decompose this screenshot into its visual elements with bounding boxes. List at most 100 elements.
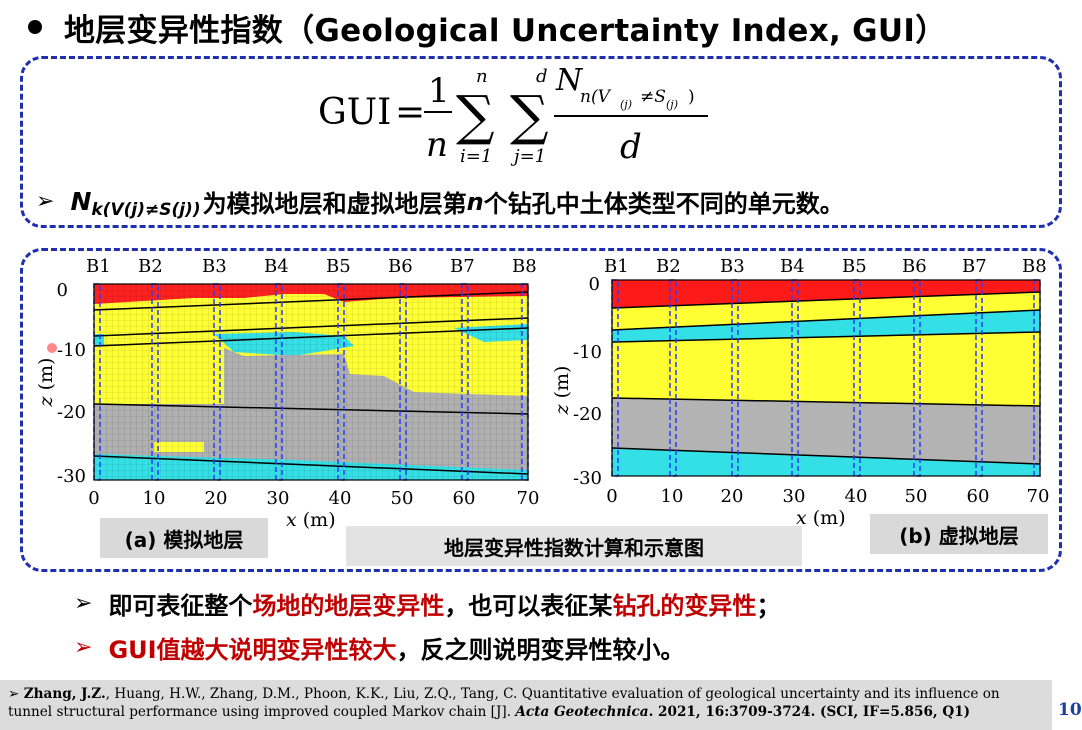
gui-formula: GUI = 1 n n ∑ i=1 d ∑ j=1 N n(V (j) ≠S (… <box>318 63 708 167</box>
a-ylabel: z (m) <box>35 358 57 408</box>
b-borehole-label-b1: B1 <box>604 256 629 277</box>
b-xtick-10: 10 <box>661 486 684 507</box>
arrow-bullet-red-icon: ➢ <box>74 635 93 660</box>
a-ytick-30: -30 <box>57 466 86 487</box>
frac-den: d <box>620 127 642 167</box>
b-xtick-30: 30 <box>783 486 806 507</box>
sum2-sign-icon: ∑ <box>510 84 549 147</box>
b-xtick-40: 40 <box>845 486 868 507</box>
a-xtick-30: 30 <box>267 488 290 509</box>
label-virtual: (b) 虚拟地层 <box>870 514 1048 554</box>
borehole-label-b4: B4 <box>264 256 289 277</box>
borehole-label-b3: B3 <box>202 256 227 277</box>
b-xtick-70: 70 <box>1027 486 1050 507</box>
formula-box <box>20 56 1062 228</box>
a-xtick-60: 60 <box>453 488 476 509</box>
frac-num-sub5: ) <box>688 87 695 107</box>
definition-note: ➢ N k(V(j)≠S(j)) 为模拟地层和虚拟地层第 n 个钻孔中土体类型不… <box>36 184 844 220</box>
b-ytick-30: -30 <box>573 468 602 489</box>
b-borehole-label-b6: B6 <box>902 256 927 277</box>
borehole-label-b7: B7 <box>450 256 475 277</box>
borehole-label-b5: B5 <box>326 256 351 277</box>
sum2-bottom: j=1 <box>510 146 546 167</box>
sum1-top: n <box>476 66 488 87</box>
borehole-label-b8: B8 <box>512 256 537 277</box>
b-ytick-10: -10 <box>573 342 602 363</box>
a-ytick-20: -20 <box>57 402 86 423</box>
sum2-top: d <box>536 66 548 87</box>
note-text-n: n <box>466 187 484 216</box>
b-borehole-label-b5: B5 <box>842 256 867 277</box>
vlayer-red <box>612 280 1040 308</box>
formula-lhs: GUI <box>318 92 391 133</box>
b-xtick-60: 60 <box>967 486 990 507</box>
bullet2-b: ，反之则说明变异性较小。 <box>396 636 685 664</box>
a-xtick-20: 20 <box>205 488 228 509</box>
bullet-dot-icon <box>28 20 42 34</box>
frac-num-sub3: ≠S <box>640 87 666 107</box>
slide-title-text: 地层变异性指数（Geological Uncertainty Index, GU… <box>64 12 947 49</box>
b-xtick-50: 50 <box>905 486 928 507</box>
a-xtick-0: 0 <box>88 488 99 509</box>
borehole-label-b6: B6 <box>388 256 413 277</box>
figure-box <box>20 248 1062 572</box>
sum1-bottom: i=1 <box>460 146 492 167</box>
arrow-bullet-icon: ➢ <box>74 591 93 616</box>
b-xtick-20: 20 <box>721 486 744 507</box>
bullet1-b: 场地的地层变异性 <box>252 592 445 620</box>
a-ytick-0: 0 <box>57 280 68 301</box>
cursor-marker-icon <box>47 343 57 353</box>
b-borehole-label-b2: B2 <box>656 256 681 277</box>
bullet-1: ➢ 即可表征整个 场地的地层变异性 ，也可以表征某 钻孔的变异性 ； <box>74 586 780 621</box>
bullet1-c: ，也可以表征某 <box>444 592 613 620</box>
frac-num-sub: n(V <box>580 87 612 107</box>
vlayer-cyan-bottom <box>612 448 1040 476</box>
a-xlabel: x (m) <box>286 509 336 531</box>
label-simulated: (a) 模拟地层 <box>100 518 268 558</box>
b-borehole-label-b7: B7 <box>962 256 987 277</box>
reference-journal: Acta Geotechnica <box>515 704 649 720</box>
formula-num1: 1 <box>428 71 450 111</box>
a-xtick-70: 70 <box>517 488 540 509</box>
chart-simulated-strata: B1 B2 B3 B4 B5 B6 B7 B8 0 -10 -20 -30 0 … <box>35 256 540 531</box>
a-xtick-50: 50 <box>391 488 414 509</box>
formula-den1: n <box>426 125 448 165</box>
reference-rest2: . 2021, 16:3709-3724. (SCI, IF=5.856, Q1… <box>648 704 971 720</box>
slide-title: 地层变异性指数（Geological Uncertainty Index, GU… <box>28 6 947 49</box>
bullet1-a: 即可表征整个 <box>108 592 253 620</box>
arrow-bullet-icon: ➢ <box>36 189 55 214</box>
note-symbol: N <box>70 187 92 216</box>
b-borehole-label-b3: B3 <box>720 256 745 277</box>
bullet-2: ➢ GUI值越大说明变异性较大 ，反之则说明变异性较小。 <box>74 630 685 665</box>
a-xtick-10: 10 <box>143 488 166 509</box>
b-borehole-label-b8: B8 <box>1022 256 1047 277</box>
frac-num-main: N <box>555 63 584 98</box>
note-subscript: k(V(j)≠S(j)) <box>91 199 201 220</box>
b-ytick-20: -20 <box>573 404 602 425</box>
a-ytick-10: -10 <box>57 340 86 361</box>
figure-caption: 地层变异性指数计算和示意图 <box>346 526 802 566</box>
bullet2-a: GUI值越大说明变异性较大 <box>108 636 397 664</box>
chart-virtual-strata: B1 B2 B3 B4 B5 B6 B7 B8 0 -10 -20 -30 0 … <box>551 256 1050 529</box>
note-text-a: 为模拟地层和虚拟地层第 <box>202 190 467 218</box>
borehole-label-b2: B2 <box>138 256 163 277</box>
b-ylabel: z (m) <box>551 366 573 416</box>
reference-arrow-icon: ➢ <box>8 686 20 702</box>
page-number: 10 <box>1058 700 1082 720</box>
a-xtick-40: 40 <box>329 488 352 509</box>
b-xlabel: x (m) <box>796 507 846 529</box>
reference-rest1: , Huang, H.W., Zhang, D.M., Phoon, K.K.,… <box>8 686 1000 720</box>
b-borehole-label-b4: B4 <box>780 256 805 277</box>
b-xtick-0: 0 <box>606 486 617 507</box>
borehole-label-b1: B1 <box>86 256 111 277</box>
formula-eq: = <box>395 92 425 133</box>
sum1-sign-icon: ∑ <box>456 84 495 147</box>
bullet1-d: 钻孔的变异性 <box>612 592 757 620</box>
frac-num-sub4: (j) <box>666 98 678 111</box>
note-text-b: 个钻孔中土体类型不同的单元数。 <box>483 190 844 218</box>
reference-citation: ➢ Zhang, J.Z., Huang, H.W., Zhang, D.M.,… <box>0 680 1052 730</box>
bullet1-e: ； <box>756 592 781 620</box>
frac-num-sub2: (j) <box>620 98 632 111</box>
b-ytick-0: 0 <box>589 274 600 295</box>
reference-author1: Zhang, J.Z. <box>23 686 106 702</box>
